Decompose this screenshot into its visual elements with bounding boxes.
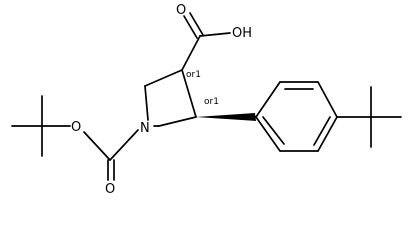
boc-ester-oxygen-label: O — [71, 120, 81, 135]
benzene-ring — [255, 81, 338, 152]
molecule-structure: O OH N or1 or1 — [11, 3, 402, 194]
carboxyl-oxygen-label: O — [176, 3, 186, 18]
aryl-tert-butyl-group — [336, 86, 402, 148]
carboxylic-acid-group: O OH — [176, 3, 252, 71]
c4-c5-bond — [158, 116, 197, 127]
c2-c3-bond — [144, 69, 183, 87]
benzene-bond-3 — [317, 81, 338, 118]
pyrrolidine-ring: N or1 or1 — [140, 69, 219, 136]
c4-stereo-label: or1 — [204, 97, 219, 107]
c3-stereo-label: or1 — [186, 70, 201, 80]
c2-n-bond — [144, 85, 149, 121]
benzene-bond-6 — [255, 116, 281, 152]
carboxyl-c-o-double-bond-a — [183, 15, 198, 39]
boc-carbonyl-oxygen-label: O — [105, 182, 115, 194]
c3-carboxyl-bond — [181, 35, 201, 71]
benzene-inner-bond-c — [262, 116, 285, 145]
boc-protecting-group: O O — [11, 95, 139, 194]
ring-nitrogen-label: N — [140, 121, 150, 136]
benzene-bond-1 — [255, 81, 281, 118]
boc-c-ester-o-bond — [83, 131, 111, 161]
c3-c4-bond — [181, 69, 197, 118]
hydroxyl-label: OH — [232, 26, 252, 41]
carboxyl-c-o-double-bond-b — [189, 12, 204, 36]
benzene-inner-bond-b — [313, 116, 331, 146]
carboxyl-c-oh-bond — [199, 32, 231, 37]
benzene-bond-4 — [317, 116, 338, 152]
c4-aryl-wedge-bond — [196, 113, 256, 121]
n-carbonyl-bond — [109, 129, 139, 161]
